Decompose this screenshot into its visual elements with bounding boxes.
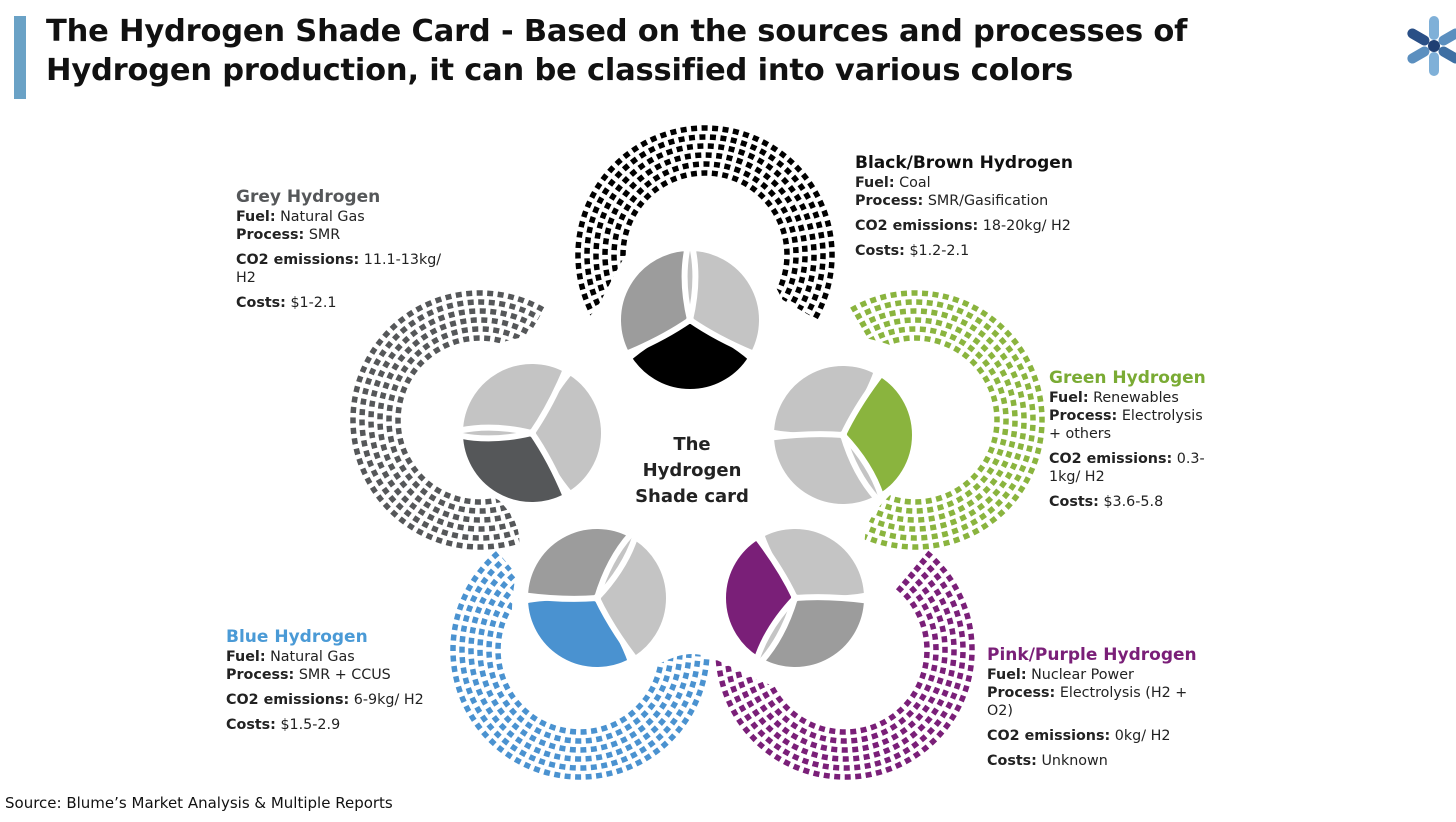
source-note: Source: Blume’s Market Analysis & Multip… xyxy=(5,794,393,812)
info-purple-hydrogen: Pink/Purple Hydrogen Fuel: Nuclear Power… xyxy=(987,645,1197,770)
dotted-arc-ring xyxy=(863,317,1018,523)
dotted-arc-ring xyxy=(715,550,975,780)
info-purple-costs: Costs: Unknown xyxy=(987,753,1108,769)
info-grey-title: Grey Hydrogen xyxy=(236,187,381,207)
dotted-arc-ring xyxy=(359,299,541,541)
page-title-line-1: The Hydrogen Shade Card - Based on the s… xyxy=(46,14,1188,49)
dotted-arc-ring xyxy=(868,326,1009,514)
center-label: The Hydrogen Shade card xyxy=(612,432,772,510)
info-blue-hydrogen: Blue Hydrogen Fuel: Natural Gas Process:… xyxy=(226,627,424,734)
wheel-segment xyxy=(758,594,870,673)
wheel-segment-highlight xyxy=(457,430,569,508)
dotted-arc-purple xyxy=(715,550,975,780)
dotted-arc-ring xyxy=(450,550,710,780)
info-grey-co2: CO2 emissions: 11.1-13kg/ xyxy=(236,252,442,268)
dotted-arc-blue xyxy=(450,550,710,780)
wheel-green xyxy=(768,360,918,510)
dotted-arc-ring xyxy=(477,571,683,753)
wheel-group xyxy=(457,245,918,673)
title-accent-bar xyxy=(14,16,26,99)
dotted-arcs xyxy=(350,125,1045,780)
info-black-costs: Costs: $1.2-2.1 xyxy=(855,243,970,259)
wheel-hub xyxy=(528,429,536,437)
info-grey-fuel: Fuel: Natural Gas xyxy=(236,209,365,225)
wheel-grey xyxy=(457,358,607,508)
wheel-segment xyxy=(768,431,880,510)
wheel-segment xyxy=(594,533,672,663)
dotted-arc-ring xyxy=(395,335,523,505)
info-blue-costs: Costs: $1.5-2.9 xyxy=(226,717,341,733)
info-black-hydrogen: Black/Brown Hydrogen Fuel: Coal Process:… xyxy=(855,153,1073,260)
info-black-process: Process: SMR/Gasification xyxy=(855,193,1049,209)
dotted-arc-ring xyxy=(724,557,966,771)
info-green-co2-cont: 1kg/ H2 xyxy=(1049,469,1105,485)
wheel-segment-highlight xyxy=(840,370,918,500)
wheel-blue xyxy=(522,523,672,673)
center-label-line-1: The xyxy=(673,434,711,455)
dotted-arc-ring xyxy=(854,299,1036,541)
info-black-title: Black/Brown Hydrogen xyxy=(855,153,1073,173)
wheel-black xyxy=(615,245,765,395)
dotted-arc-grey xyxy=(350,290,545,550)
wheel-segment-highlight xyxy=(720,533,798,663)
dotted-arc-ring xyxy=(751,578,939,744)
info-purple-fuel: Fuel: Nuclear Power xyxy=(987,667,1134,683)
center-label-line-2: Hydrogen xyxy=(642,460,742,481)
dotted-arc-ring xyxy=(486,578,674,744)
info-green-process: Process: Electrolysis xyxy=(1049,408,1203,424)
dotted-arc-ring xyxy=(850,290,1045,550)
info-green-fuel: Fuel: Renewables xyxy=(1049,390,1179,406)
info-grey-costs: Costs: $1-2.1 xyxy=(236,295,337,311)
dotted-arc-ring xyxy=(377,317,532,523)
dotted-arc-ring xyxy=(459,557,701,771)
dotted-arc-ring xyxy=(620,170,790,298)
wheel-segment xyxy=(615,245,693,357)
info-blue-process: Process: SMR + CCUS xyxy=(226,667,391,683)
wheel-hub xyxy=(686,316,694,324)
asterisk-logo-icon xyxy=(1407,16,1456,76)
dotted-arc-ring xyxy=(602,152,808,307)
info-black-co2: CO2 emissions: 18-20kg/ H2 xyxy=(855,218,1071,234)
info-purple-title: Pink/Purple Hydrogen xyxy=(987,645,1197,665)
info-grey-hydrogen: Grey Hydrogen Fuel: Natural Gas Process:… xyxy=(236,187,441,312)
dotted-arc-ring xyxy=(742,571,948,753)
info-grey-co2-cont: H2 xyxy=(236,270,256,286)
dotted-arc-ring xyxy=(495,585,665,735)
page-title: The Hydrogen Shade Card - Based on the s… xyxy=(46,12,1296,90)
info-purple-co2: CO2 emissions: 0kg/ H2 xyxy=(987,728,1171,744)
info-purple-process: Process: Electrolysis (H2 + xyxy=(987,685,1188,701)
dotted-arc-ring xyxy=(760,585,930,735)
page-title-line-2: Hydrogen production, it can be classifie… xyxy=(46,53,1074,88)
dotted-arc-ring xyxy=(350,290,545,550)
wheel-segment xyxy=(687,245,765,357)
info-blue-fuel: Fuel: Natural Gas xyxy=(226,649,355,665)
info-green-co2: CO2 emissions: 0.3- xyxy=(1049,451,1205,467)
wheel-hub xyxy=(593,594,601,602)
wheel-purple xyxy=(720,523,870,673)
info-blue-title: Blue Hydrogen xyxy=(226,627,368,647)
center-label-line-3: Shade card xyxy=(635,486,749,507)
info-green-costs: Costs: $3.6-5.8 xyxy=(1049,494,1164,510)
info-black-fuel: Fuel: Coal xyxy=(855,175,931,191)
wheel-segment xyxy=(522,523,634,602)
info-green-process-cont: + others xyxy=(1049,426,1112,442)
dotted-arc-ring xyxy=(584,134,826,316)
info-blue-co2: CO2 emissions: 6-9kg/ H2 xyxy=(226,692,424,708)
info-green-hydrogen: Green Hydrogen Fuel: Renewables Process:… xyxy=(1049,368,1206,511)
dotted-arc-black xyxy=(575,125,835,320)
dotted-arc-ring xyxy=(386,326,527,514)
dotted-arc-ring xyxy=(872,335,1000,505)
info-green-title: Green Hydrogen xyxy=(1049,368,1206,388)
dotted-arc-ring xyxy=(575,125,835,320)
wheel-hub xyxy=(791,594,799,602)
wheel-segment xyxy=(457,358,569,436)
info-grey-process: Process: SMR xyxy=(236,227,341,243)
dotted-arc-green xyxy=(850,290,1045,550)
info-purple-process-cont: O2) xyxy=(987,703,1013,719)
dotted-arc-ring xyxy=(611,161,799,302)
wheel-hub xyxy=(839,431,847,439)
